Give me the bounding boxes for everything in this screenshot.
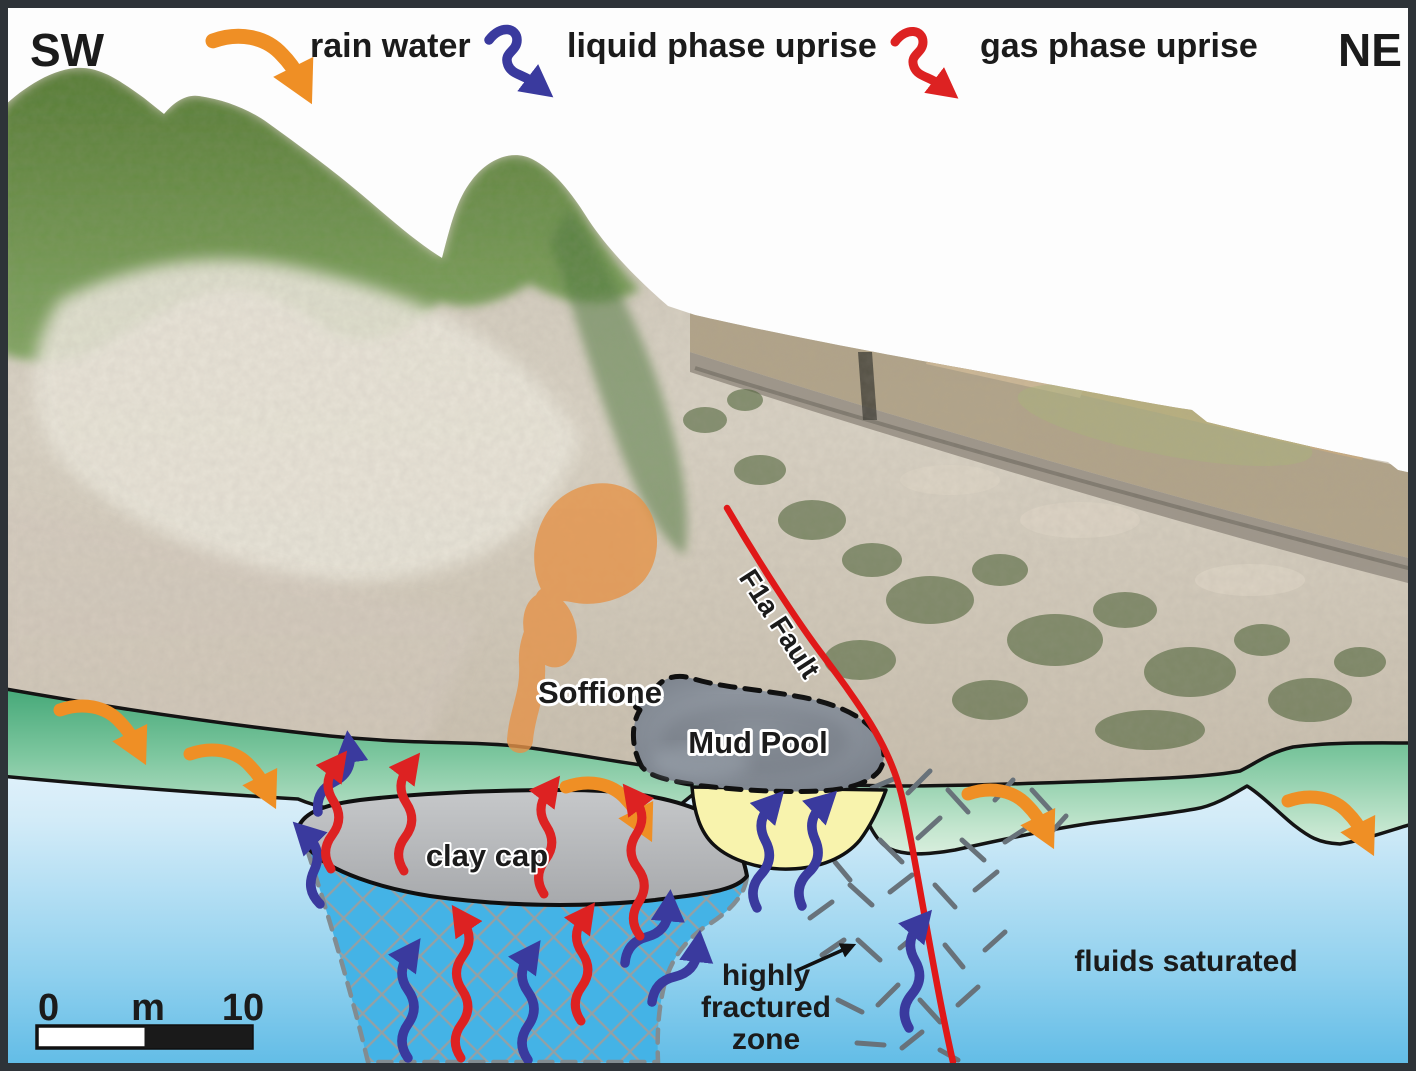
compass-sw-label: SW — [30, 24, 105, 76]
fluids-saturated-label: fluids saturated — [1074, 945, 1297, 978]
soffione-plume — [507, 483, 658, 753]
svg-text:highly: highly — [722, 959, 811, 992]
scale-bar-black-half — [144, 1026, 252, 1048]
mud-pool-label: Mud Pool — [688, 725, 827, 760]
svg-text:fractured: fractured — [701, 991, 831, 1024]
legend-liquid-phase-label: liquid phase uprise — [567, 27, 877, 65]
fractured-zone-label: highly fractured zone — [701, 959, 831, 1056]
fault-line — [723, 504, 957, 1066]
clay-cap-label: clay cap — [426, 838, 548, 873]
fractured-zone-pointer-arrow — [796, 943, 857, 972]
svg-text:zone: zone — [732, 1023, 800, 1056]
mud-pool — [625, 673, 887, 795]
scale-start: 0 — [38, 987, 59, 1029]
mud-pool-basin — [690, 785, 888, 871]
legend-rain-water-label: rain water — [310, 27, 471, 65]
scale-bar: 0 m 10 — [35, 987, 264, 1050]
soffione-label: Soffione — [538, 675, 662, 710]
scale-unit: m — [131, 987, 165, 1029]
scale-end: 10 — [222, 987, 264, 1029]
legend-gas-phase-label: gas phase uprise — [980, 27, 1258, 65]
compass-ne-label: NE — [1338, 24, 1402, 76]
